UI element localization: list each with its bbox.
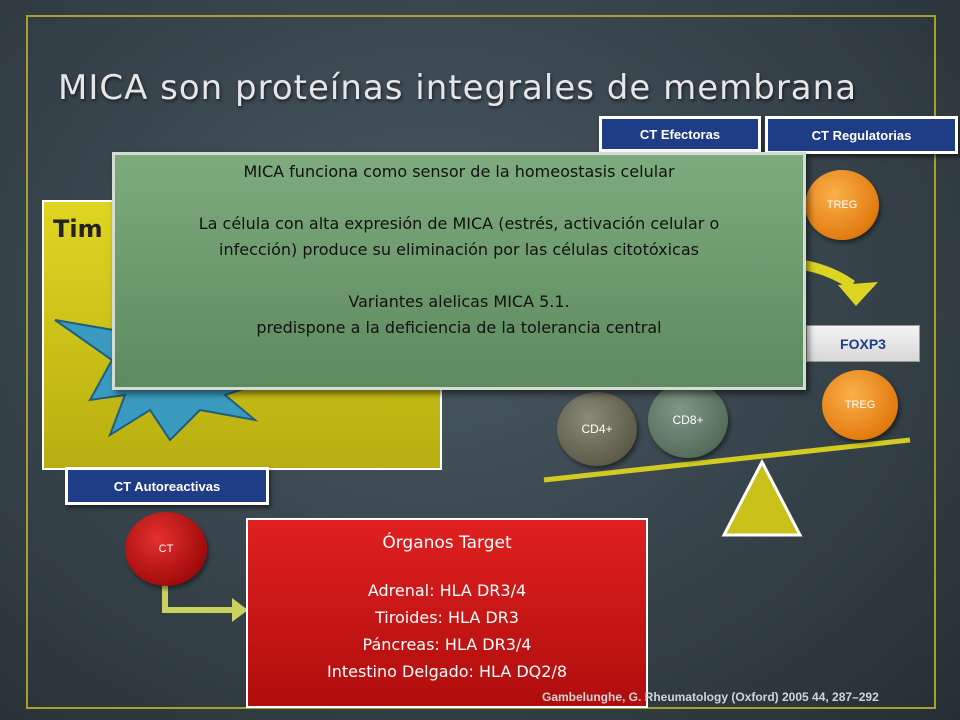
popup-line-1: MICA funciona como sensor de la homeosta… [243,162,675,181]
popup-line-2: La célula con alta expresión de MICA (es… [198,214,720,233]
label-ct-autoreactivas: CT Autoreactivas [65,467,269,505]
timo-label: Tim [53,215,103,243]
balance-beam [543,437,911,483]
cd8-cell: CD8+ [648,382,728,458]
slide-title: MICA son proteínas integrales de membran… [58,68,858,108]
curved-arrow-head [838,282,878,306]
ct-arrow-head [232,598,248,622]
target-item-adrenal: Adrenal: HLA DR3/4 [367,581,527,600]
target-item-tiroides: Tiroides: HLA DR3 [375,608,519,627]
cd4-cell: CD4+ [557,392,637,466]
popup-line-4: Variantes alelicas MICA 5.1. [348,292,570,311]
ct-arrow [162,580,232,613]
slide-frame [26,15,936,709]
citation: Gambelunghe, G. Rheumatology (Oxford) 20… [542,690,879,704]
ct-cell: CT [125,512,207,586]
treg-cell-top: TREG [805,170,879,240]
target-item-intestino: Intestino Delgado: HLA DQ2/8 [326,662,568,681]
target-heading: Órganos Target [382,533,512,553]
label-ct-efectoras: CT Efectoras [599,116,761,152]
treg-cell-right: TREG [822,370,898,440]
target-organs-box: Órganos Target Adrenal: HLA DR3/4 Tiroid… [246,518,648,708]
popup-line-5: predispone a la deficiencia de la tolera… [256,318,662,337]
label-ct-regulatorias: CT Regulatorias [765,116,958,154]
balance-fulcrum [721,458,803,537]
foxp3-label: FOXP3 [806,325,920,362]
mica-info-popup: MICA funciona como sensor de la homeosta… [112,152,806,390]
target-item-pancreas: Páncreas: HLA DR3/4 [362,635,532,654]
popup-line-3: infección) produce su eliminación por la… [219,240,699,259]
